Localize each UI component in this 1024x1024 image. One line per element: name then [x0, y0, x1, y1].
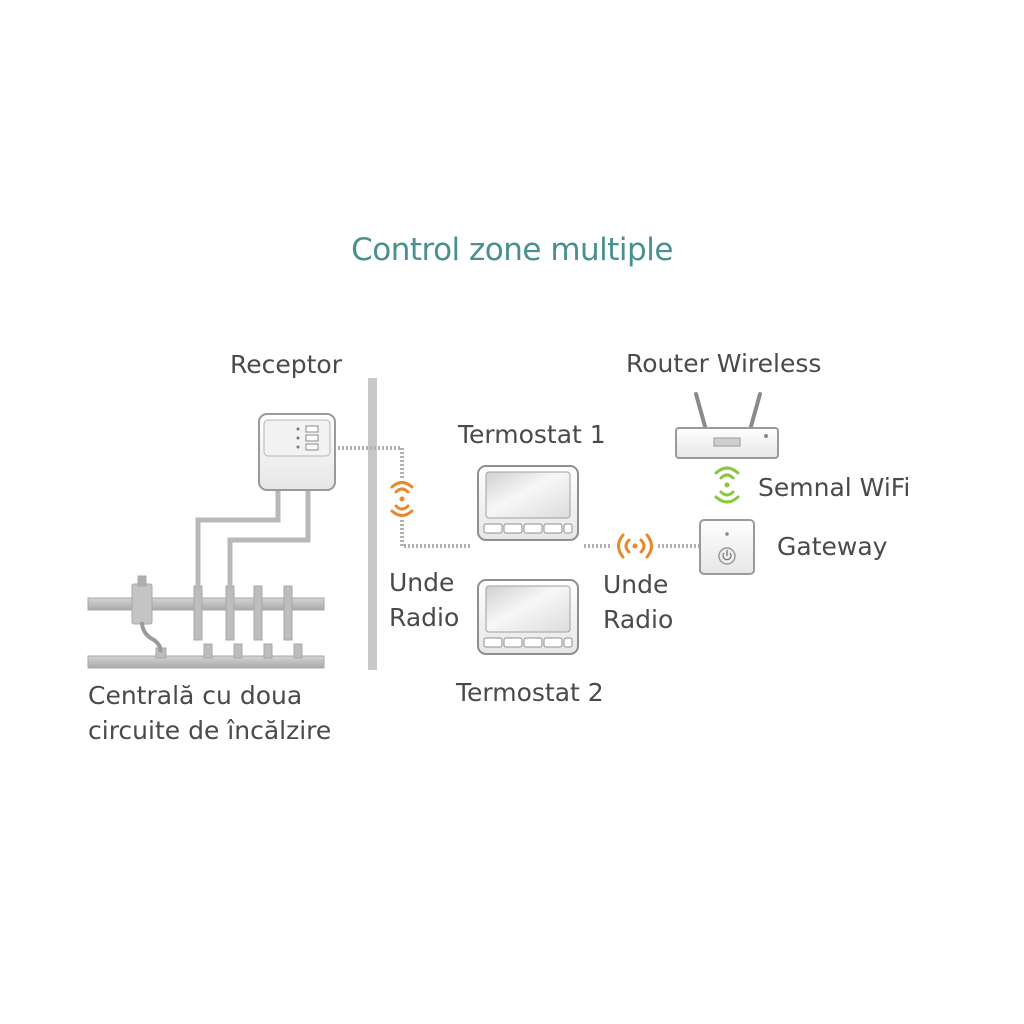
termostat-1-device: [477, 465, 579, 541]
centrala-line1: Centrală cu doua: [88, 681, 303, 710]
radio-waves-right-icon: [617, 533, 653, 559]
gateway-device: [699, 519, 755, 575]
radio-link-lines: [338, 446, 700, 548]
wifi-signal-icon: [714, 466, 740, 504]
unde-radio-left-line1: Unde: [389, 568, 455, 597]
centrala-label: Centrală cu doua circuite de încălzire: [88, 678, 331, 748]
heating-manifold: [87, 575, 325, 669]
centrala-line2: circuite de încălzire: [88, 716, 332, 745]
unde-radio-right-label: Unde Radio: [603, 567, 673, 637]
termostat-2-device: [477, 579, 579, 655]
unde-radio-left-line2: Radio: [389, 603, 460, 632]
unde-radio-right-line2: Radio: [603, 605, 674, 634]
receptor-wires: [195, 488, 311, 590]
gateway-label: Gateway: [777, 532, 888, 561]
wall-divider: [368, 378, 377, 670]
flex-hose: [140, 621, 163, 653]
radio-waves-left-icon: [390, 481, 414, 517]
semnal-wifi-label: Semnal WiFi: [758, 473, 911, 502]
termostat-2-label: Termostat 2: [456, 678, 604, 707]
router-label: Router Wireless: [626, 349, 822, 378]
unde-radio-right-line1: Unde: [603, 570, 669, 599]
router-device: [675, 392, 779, 459]
unde-radio-left-label: Unde Radio: [389, 565, 459, 635]
receptor-device: [258, 413, 336, 491]
diagram-title: Control zone multiple: [351, 232, 673, 268]
termostat-1-label: Termostat 1: [458, 420, 606, 449]
receptor-label: Receptor: [230, 350, 342, 379]
